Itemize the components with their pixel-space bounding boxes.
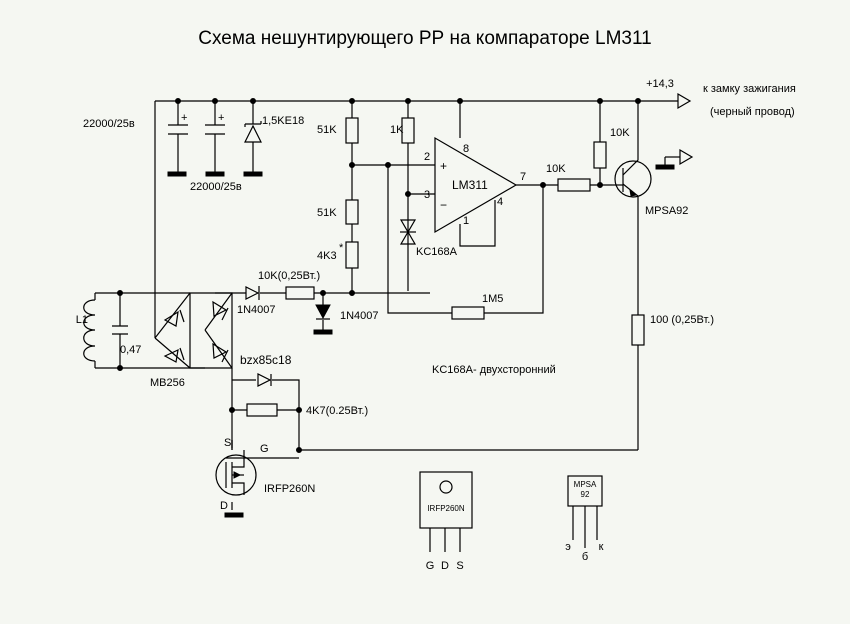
resistor-10k-base	[557, 178, 591, 192]
ground-arrow	[655, 148, 694, 170]
label-pin4: 4	[497, 196, 503, 208]
resistor-4k7	[246, 403, 278, 417]
label-c047: 0,47	[120, 344, 141, 356]
label-pin-d: D	[441, 560, 449, 572]
label-pin-s: S	[456, 560, 463, 572]
label-r51k-top: 51K	[317, 124, 337, 136]
label-pin-b: б	[582, 551, 588, 563]
label-pin-k: к	[599, 541, 604, 553]
resistor-10k-pullup	[593, 141, 607, 169]
resistor-100	[631, 314, 645, 346]
label-pin8: 8	[463, 143, 469, 155]
label-1n4007-b: 1N4007	[340, 310, 379, 322]
label-r51k-mid: 51K	[317, 207, 337, 219]
label-plus: +	[440, 159, 447, 173]
label-r100: 100 (0,25Вт.)	[650, 314, 714, 326]
zener-kc168a	[399, 219, 417, 245]
capacitor-c1: +	[167, 112, 188, 177]
irfp260n-mosfet	[215, 440, 299, 518]
label-kc168-note: KC168A- двухсторонний	[432, 364, 556, 376]
label-ignition: к замку зажигания	[703, 83, 796, 95]
label-mosfet-d: D	[220, 500, 228, 512]
label-cap1: 22000/25в	[83, 118, 135, 130]
label-pin-e: э	[565, 541, 571, 553]
mpsa92-transistor	[612, 155, 652, 203]
lm311-comparator	[434, 136, 518, 234]
label-pin1: 1	[463, 215, 469, 227]
label-pkg-irfp: IRFP260N	[427, 504, 465, 513]
label-lm311: LM311	[452, 178, 488, 192]
label-mpsa92: MPSA92	[645, 205, 688, 217]
label-r4k3-star: *	[339, 242, 344, 254]
label-r4k7: 4K7(0.25Вт.)	[306, 405, 368, 417]
resistor-4k3	[345, 241, 359, 269]
label-mb256: MB256	[150, 377, 185, 389]
tvs-diode	[243, 121, 263, 177]
label-mosfet-s: S	[224, 437, 231, 449]
package-irfp260n	[419, 471, 473, 529]
label-r10k-base: 10K	[546, 163, 566, 175]
label-cap2: 22000/25в	[190, 181, 242, 193]
resistor-51k-mid	[345, 199, 359, 225]
label-l1: L1	[76, 314, 88, 326]
resistor-10k-025	[285, 286, 315, 300]
diode-1n4007-a	[245, 286, 260, 300]
resistor-51k-top	[345, 117, 359, 144]
bridge-mb256	[154, 292, 233, 369]
label-pin-g: G	[426, 560, 435, 572]
diagram-title: Схема нешунтирующего РР на компараторе L…	[198, 28, 652, 49]
label-r4k3: 4K3	[317, 250, 337, 262]
label-pin7: 7	[520, 171, 526, 183]
label-supply: +14,3	[646, 78, 674, 90]
labels: +14,3 к замку зажигания (черный провод) …	[76, 78, 796, 572]
zener-bzx85c18	[257, 373, 272, 387]
label-pkg-mpsa-1: MPSA	[574, 480, 597, 489]
label-mosfet-g: G	[260, 443, 269, 455]
label-black-wire: (черный провод)	[710, 106, 795, 118]
junction-dots	[117, 98, 641, 453]
label-r10k-pullup: 10K	[610, 127, 630, 139]
capacitor-c2: +	[205, 112, 225, 177]
diode-1n4007-b	[313, 304, 333, 335]
label-1n4007-a: 1N4007	[237, 304, 276, 316]
package-mpsa92	[567, 475, 603, 507]
supply-arrow	[677, 92, 692, 110]
label-r1m5: 1M5	[482, 293, 503, 305]
label-kc168: KC168A	[416, 246, 458, 258]
label-bzx: bzx85c18	[240, 353, 292, 367]
label-tvs: 1,5KE18	[262, 115, 304, 127]
label-pin2: 2	[424, 151, 430, 163]
label-pkg-mpsa-2: 92	[581, 490, 590, 499]
resistor-1m5	[451, 306, 485, 320]
svg-text:+: +	[181, 112, 187, 124]
label-r1k: 1K	[390, 124, 404, 136]
label-r10k-025: 10K(0,25Вт.)	[258, 270, 320, 282]
label-minus: −	[440, 198, 447, 212]
svg-text:+: +	[218, 112, 224, 124]
label-irfp: IRFP260N	[264, 483, 315, 495]
resistor-1k	[401, 117, 415, 144]
label-pin3: 3	[424, 189, 430, 201]
capacitor-047	[112, 325, 128, 335]
coil-l1	[83, 299, 96, 362]
